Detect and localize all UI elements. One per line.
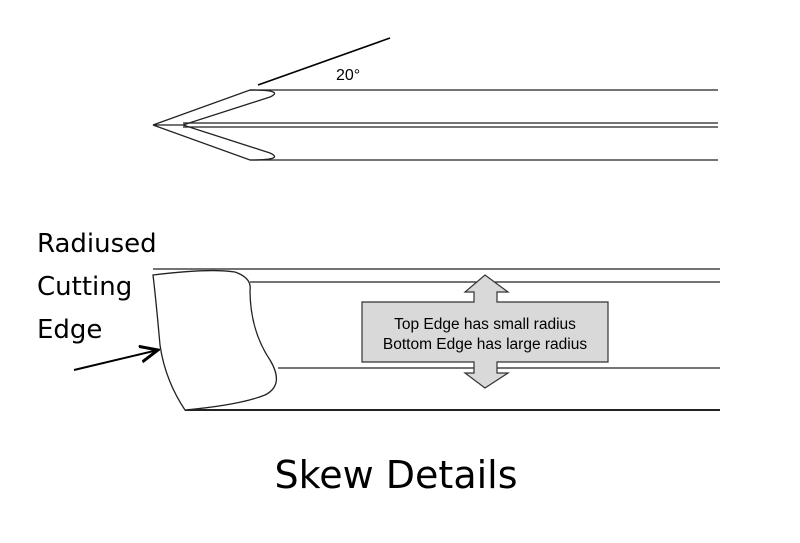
- double-arrow-shape: [361, 274, 609, 389]
- note-line-2: Bottom Edge has large radius: [383, 336, 587, 353]
- diagram-title: Skew Details: [274, 453, 517, 497]
- callout-line-3: Edge: [37, 315, 102, 345]
- radiused-cutting-face: [152, 269, 277, 411]
- angle-label: 20°: [336, 67, 360, 84]
- angle-reference-line: [257, 37, 391, 86]
- callout-line-2: Cutting: [37, 272, 132, 302]
- note-line-1: Top Edge has small radius: [394, 316, 576, 333]
- radiused-cutting-edge-callout: Radiused Cutting Edge: [37, 229, 158, 371]
- bevel-lower: [152, 124, 276, 161]
- bevel-upper: [152, 89, 276, 126]
- callout-line-1: Radiused: [37, 229, 157, 259]
- radius-note-arrow: Top Edge has small radius Bottom Edge ha…: [361, 274, 609, 389]
- skew-top-view: 20°: [152, 37, 718, 161]
- callout-arrow: [73, 350, 158, 371]
